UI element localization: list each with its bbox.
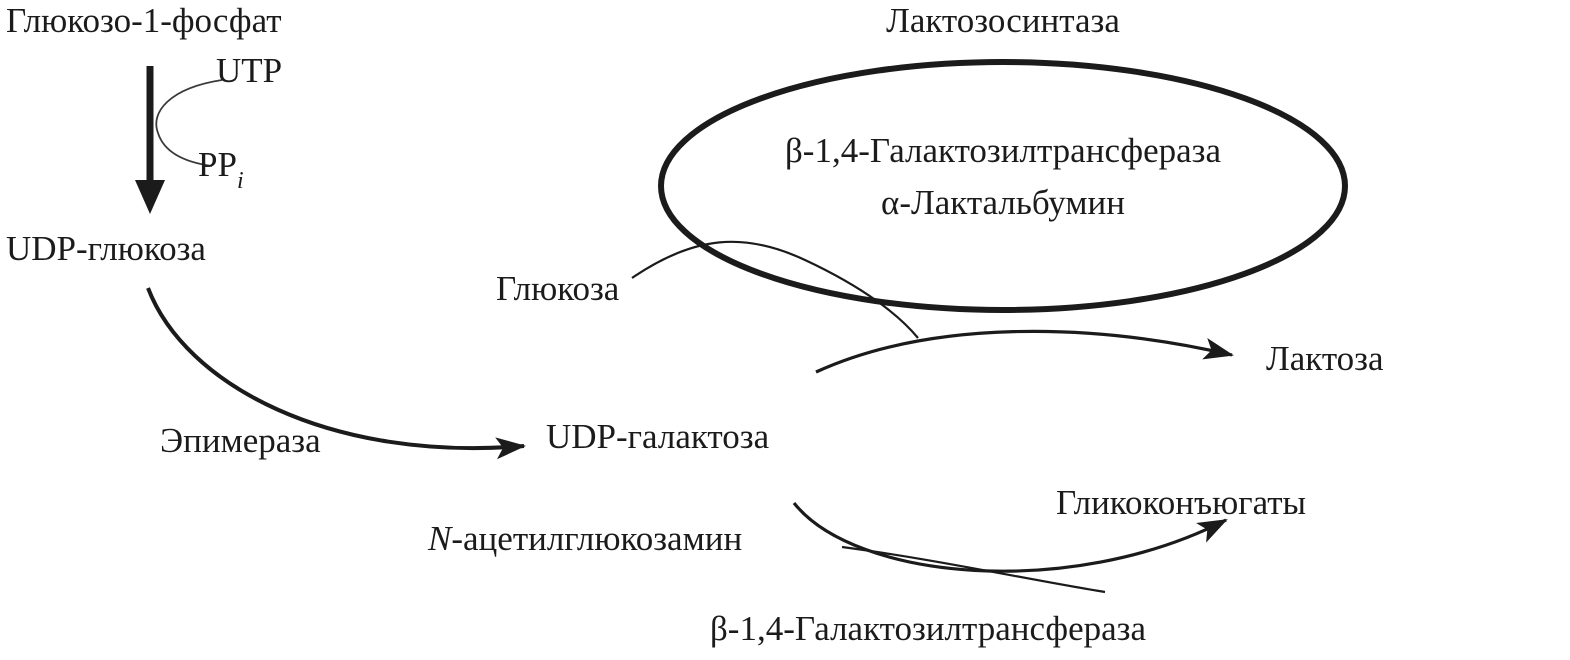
ppi-subscript: i — [236, 168, 244, 195]
n-acetylglucosamine-label: N-ацетилглюкозамин — [428, 519, 743, 559]
glycoconjugates-arrow — [792, 502, 1228, 573]
lactose-synthase-label: Лактозосинтаза — [886, 1, 1120, 40]
galactosyltransferase-top-label: β-1,4-Галактозилтрансфераза — [784, 131, 1222, 170]
lactose-label: Лактоза — [1266, 339, 1384, 378]
galactosyltransferase-bottom-label: β-1,4-Галактозилтрансфераза — [710, 609, 1147, 648]
ppi-label: PPi — [198, 145, 244, 194]
glucose-label: Глюкоза — [496, 269, 620, 308]
glucose-curve — [631, 240, 919, 339]
udp-galactose-label: UDP-галактоза — [546, 417, 770, 456]
ppi-text: PP — [198, 145, 237, 184]
lactose-arrow — [815, 329, 1234, 374]
udp-glucose-label: UDP-глюкоза — [6, 229, 206, 268]
nag-rest: -ацетилглюкозамин — [451, 519, 743, 558]
glucose1p-arrowhead — [135, 180, 165, 214]
epimerase-arrow — [146, 287, 526, 460]
epimerase-label: Эпимераза — [160, 421, 321, 460]
utp-ppi-curve — [155, 79, 223, 167]
glucose-1-phosphate-label: Глюкозо-1-фосфат — [6, 1, 282, 40]
nag-n-prefix: N — [428, 519, 452, 558]
lactalbumin-label: α-Лактальбумин — [881, 183, 1125, 222]
glycoconjugates-label: Гликоконъюгаты — [1056, 483, 1307, 522]
lactose-synthase-ellipse — [658, 59, 1348, 313]
utp-label: UTP — [216, 51, 283, 90]
